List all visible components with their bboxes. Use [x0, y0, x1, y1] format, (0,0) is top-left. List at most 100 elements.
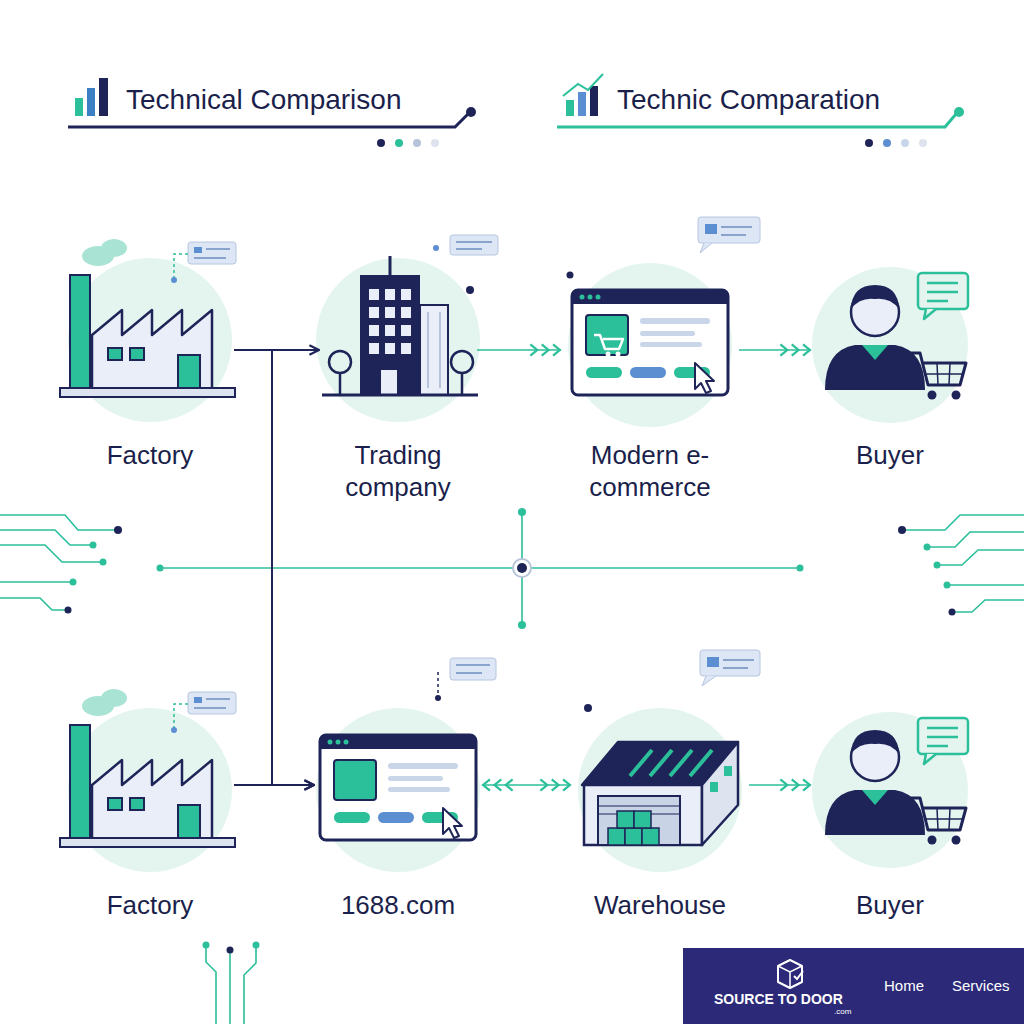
webshop-icon	[721, 234, 746, 236]
heading-decoration	[557, 114, 956, 127]
circuit-dots	[934, 562, 941, 569]
marketplace-icon	[316, 708, 480, 872]
warehouse-icon	[723, 659, 754, 661]
heading-decoration	[377, 139, 385, 147]
warehouse-icon	[584, 704, 592, 712]
node-label: Factory	[66, 890, 234, 922]
webshop-icon	[700, 243, 712, 253]
marketplace-icon	[437, 672, 439, 695]
factory-icon	[60, 689, 236, 872]
buyer-icon	[812, 712, 968, 868]
factory-icon	[60, 689, 236, 872]
flow-node: Factory	[66, 258, 234, 478]
circuit-lines	[0, 512, 1024, 1024]
office-building-icon	[339, 373, 342, 395]
warehouse-icon	[598, 805, 680, 806]
marketplace-icon	[450, 658, 496, 680]
buyer-icon	[812, 712, 968, 868]
heading-decoration	[75, 98, 83, 116]
buyer-icon	[812, 267, 968, 423]
circuit-lines	[160, 567, 800, 569]
circuit-lines	[229, 952, 231, 1024]
office-building-icon	[466, 286, 474, 294]
warehouse-icon	[710, 782, 718, 792]
brand-suffix: .com	[834, 1007, 851, 1016]
nav-link: Services	[952, 977, 1010, 994]
circuit-lines	[930, 532, 1024, 547]
nav-link: Home	[884, 977, 924, 994]
warehouse-icon	[702, 676, 716, 686]
webshop-icon	[616, 352, 621, 357]
circuit-dots	[90, 542, 97, 549]
warehouse-icon	[634, 811, 651, 828]
circuit-dots	[253, 942, 260, 949]
flow-connector	[739, 349, 811, 350]
circuit-dots	[518, 621, 526, 629]
heading-decoration	[865, 139, 873, 147]
circuit-dots	[203, 942, 210, 949]
office-building-icon	[316, 235, 498, 422]
heading-decoration	[466, 107, 476, 117]
circuit-dots	[100, 559, 107, 566]
heading-decoration	[413, 139, 421, 147]
warehouse-icon	[617, 811, 634, 828]
node-label: Modern e-commerce	[561, 440, 739, 503]
buyer-icon	[812, 267, 968, 423]
factory-icon	[60, 239, 236, 422]
office-building-icon	[322, 394, 478, 397]
marketplace-icon	[456, 672, 482, 674]
warehouse-icon	[625, 828, 642, 845]
flow-node: Trading company	[319, 258, 477, 509]
heading: Technical Comparison	[126, 84, 401, 116]
node-label: Warehouse	[571, 890, 749, 922]
brand-name: SOURCE TO DOOR	[714, 991, 843, 1007]
circuit-lines	[905, 515, 1024, 530]
heading-decoration	[566, 100, 574, 116]
heading-decoration	[68, 114, 468, 127]
webshop-icon	[572, 290, 728, 395]
heading-decoration	[578, 92, 586, 116]
circuit-dots	[157, 565, 164, 572]
heading-decoration	[954, 107, 964, 117]
warehouse-icon	[630, 750, 712, 776]
heading-decoration	[919, 139, 927, 147]
office-building-icon	[456, 241, 492, 243]
office-building-icon	[381, 370, 397, 395]
nav-bar	[778, 960, 802, 988]
office-building-icon	[450, 235, 498, 255]
circuit-dots	[513, 559, 531, 577]
warehouse-icon	[578, 708, 742, 872]
circuit-lines	[206, 945, 216, 1024]
webshop-icon	[698, 217, 760, 243]
node-label: 1688.com	[314, 890, 482, 922]
webshop-icon	[705, 224, 717, 234]
office-building-icon	[366, 286, 414, 358]
circuit-lines	[0, 530, 90, 545]
webshop-icon	[606, 352, 611, 357]
office-building-icon	[360, 275, 420, 395]
webshop-icon	[568, 263, 732, 427]
circuit-dots	[517, 563, 527, 573]
warehouse-icon	[642, 828, 659, 845]
circuit-dots	[227, 947, 234, 954]
heading-decoration	[901, 139, 909, 147]
webshop-icon	[721, 226, 752, 228]
warehouse-icon	[608, 828, 625, 845]
circuit-lines	[0, 515, 115, 530]
circuit-dots	[70, 579, 77, 586]
circuit-dots	[65, 607, 72, 614]
flow-node: Buyer	[811, 258, 969, 478]
office-building-icon	[420, 305, 448, 395]
circuit-lines	[950, 584, 1024, 586]
office-building-icon	[329, 351, 351, 373]
circuit-dots	[898, 526, 906, 534]
circuit-dots	[114, 526, 122, 534]
circuit-lines	[244, 945, 256, 1024]
circuit-dots	[949, 609, 956, 616]
node-label: Buyer	[811, 890, 969, 922]
circuit-dots	[924, 544, 931, 551]
office-building-icon	[316, 258, 480, 422]
warehouse-icon	[723, 667, 748, 669]
